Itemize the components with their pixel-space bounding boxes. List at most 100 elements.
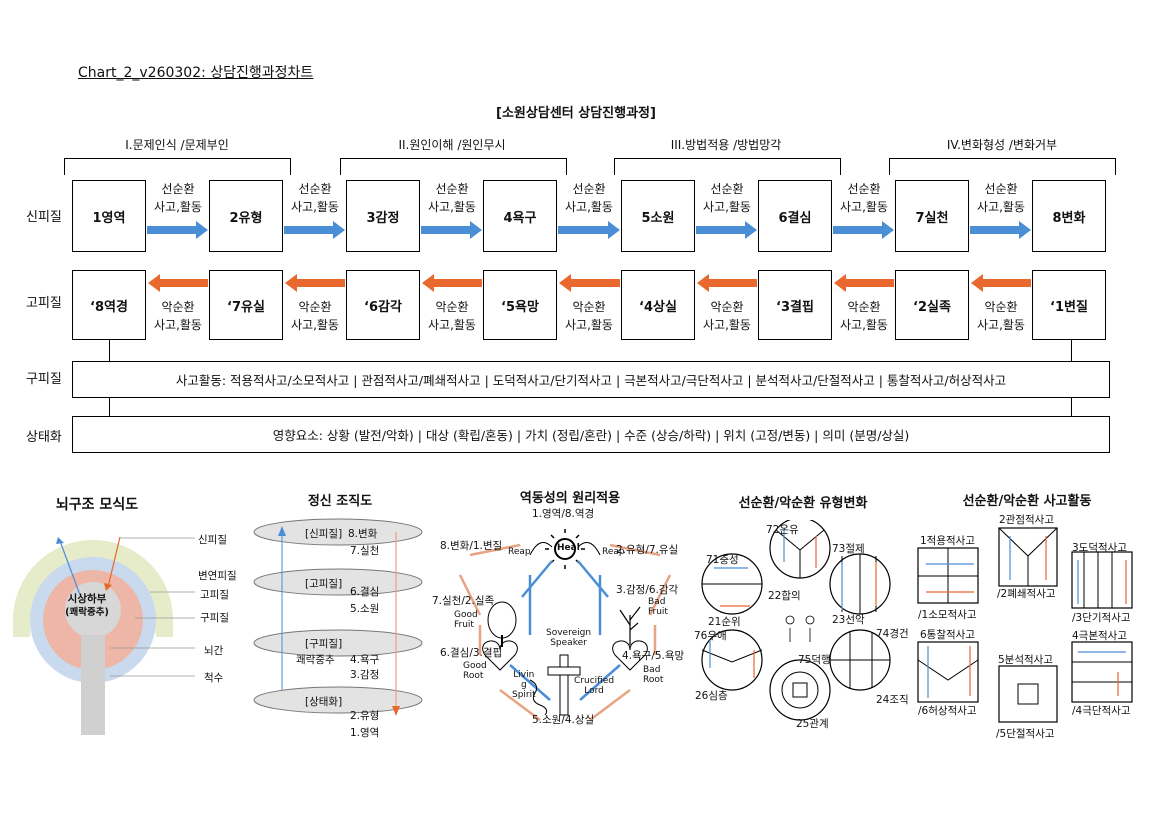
good-arrow <box>696 221 757 239</box>
hypothalamus-label: 시상하부(쾌락중추) <box>65 593 109 618</box>
phase-3-brace <box>614 158 841 175</box>
activity-label: /1소모적사고 <box>918 609 977 621</box>
type-label: 22합의 <box>768 590 801 602</box>
mental-diagram-title: 정신 조직도 <box>307 494 373 509</box>
bad-arrow <box>148 274 208 292</box>
connector-line <box>109 338 110 362</box>
ellipse-label-archicortex: [구피질] <box>305 638 343 650</box>
activity-square <box>1071 641 1133 703</box>
regress-box-2: ‘2실족 <box>895 270 969 340</box>
brain-label-limbic: 변연피질 <box>198 570 237 582</box>
bad-fruit-label: Bad Fruit <box>648 597 668 617</box>
reap-left: Reap <box>508 547 531 557</box>
type-label: 25관계 <box>796 718 829 730</box>
good-arrow <box>147 221 208 239</box>
regress-box-3: ‘3결핍 <box>758 270 832 340</box>
type-label: 26심층 <box>695 690 728 702</box>
stage-box-1: 1영역 <box>72 180 146 252</box>
phase-4-brace <box>889 158 1116 175</box>
mental-item: 2.유형 <box>350 710 380 722</box>
stage-box-8: 8변화 <box>1032 180 1106 252</box>
good-arrow <box>970 221 1031 239</box>
dynamics-right3: 4.욕구/5.욕망 <box>622 650 685 662</box>
phase-2-label: II.원인이해 /원인무시 <box>398 138 506 152</box>
mental-item: 1.영역 <box>350 727 380 739</box>
brainstem <box>81 635 105 735</box>
type-label: 23선악 <box>832 614 865 626</box>
activity-label: 2관점적사고 <box>999 514 1054 526</box>
hypothalamus-core <box>65 582 121 638</box>
mental-item: 5.소원 <box>350 603 380 615</box>
bad-arrow <box>285 274 345 292</box>
good-fruit-label: Good Fruit <box>454 610 478 630</box>
bad-arrow <box>697 274 757 292</box>
activity-label: 3도덕적사고 <box>1072 542 1127 554</box>
mental-item: 쾌락중추 <box>296 654 335 666</box>
bad-arrow <box>834 274 894 292</box>
type-label: 71충성 <box>706 554 739 566</box>
stage-box-6: 6결심 <box>758 180 832 252</box>
activity-square <box>998 665 1058 723</box>
phase-4-label: IV.변화형성 /변화거부 <box>946 138 1058 152</box>
mental-item: 3.감정 <box>350 669 380 681</box>
bad-root-label: Bad Root <box>643 665 664 685</box>
brain-label-archicortex: 구피질 <box>200 612 229 624</box>
activity-label: 1적용적사고 <box>920 535 975 547</box>
type-label: 73절제 <box>832 543 865 555</box>
brain-diagram <box>13 536 173 735</box>
type-circle <box>769 659 831 721</box>
regress-box-1: ‘1변질 <box>1032 270 1106 340</box>
activity-square <box>1071 551 1133 609</box>
phase-1-brace <box>64 158 291 175</box>
connector-line <box>1071 398 1072 416</box>
type-circle <box>701 629 763 691</box>
dynamics-left1: 8.변화/1.변질 <box>440 540 503 552</box>
dynamics-bottom: 5.소원/4.상실 <box>532 714 595 726</box>
dynamics-top-label: 1.영역/8.역경 <box>532 508 595 520</box>
type-label: 76우애 <box>694 630 727 642</box>
dynamics-diagram <box>458 529 672 721</box>
mental-item: 7.실천 <box>350 545 380 557</box>
activity-label: /2폐쇄적사고 <box>997 588 1056 600</box>
sovereign-label: Sovereign Speaker <box>546 628 592 648</box>
connector-line <box>109 398 110 416</box>
activity-label: 4극본적사고 <box>1072 630 1127 642</box>
connector-line <box>1071 338 1072 362</box>
mental-diagram <box>253 518 423 716</box>
bad-arrow <box>559 274 620 292</box>
type-label: 72온유 <box>766 524 799 536</box>
activity-label: 5분석적사고 <box>998 654 1053 666</box>
row-label-gupi: 구피질 <box>26 372 62 387</box>
good-arrow <box>558 221 620 239</box>
bad-arrow <box>971 274 1031 292</box>
phase-3-label: III.방법적용 /방법망각 <box>670 138 782 152</box>
brain-label-lines <box>110 537 195 677</box>
good-arrow <box>284 221 345 239</box>
gupi-thinking-row: 사고활동: 적용적사고/소모적사고 | 관점적사고/폐쇄적사고 | 도덕적사고/… <box>72 361 1110 398</box>
activity-label: /4극단적사고 <box>1072 705 1131 717</box>
dynamics-left2: 7.실천/2.실족 <box>432 595 495 607</box>
row-label-state: 상태화 <box>26 430 62 445</box>
regress-box-8: ‘8역경 <box>72 270 146 340</box>
mental-item: 8.변화 <box>348 528 378 540</box>
activity-title: 선순환/악순환 사고활동 <box>962 494 1092 509</box>
ellipse-label-paleocortex: [고피질] <box>305 578 343 590</box>
dynamics-right1: 2.유형/7.유실 <box>616 544 679 556</box>
activity-label: /3단기적사고 <box>1072 612 1131 624</box>
type-label: 21순위 <box>708 616 741 628</box>
brain-label-neocortex: 신피질 <box>198 534 227 546</box>
stage-box-4: 4욕구 <box>483 180 557 252</box>
good-arrow <box>421 221 482 239</box>
phase-1-label: I.문제인식 /문제부인 <box>125 138 229 152</box>
regress-box-6: ‘6감각 <box>346 270 420 340</box>
ellipse-label-neocortex: [신피질] <box>305 528 343 540</box>
